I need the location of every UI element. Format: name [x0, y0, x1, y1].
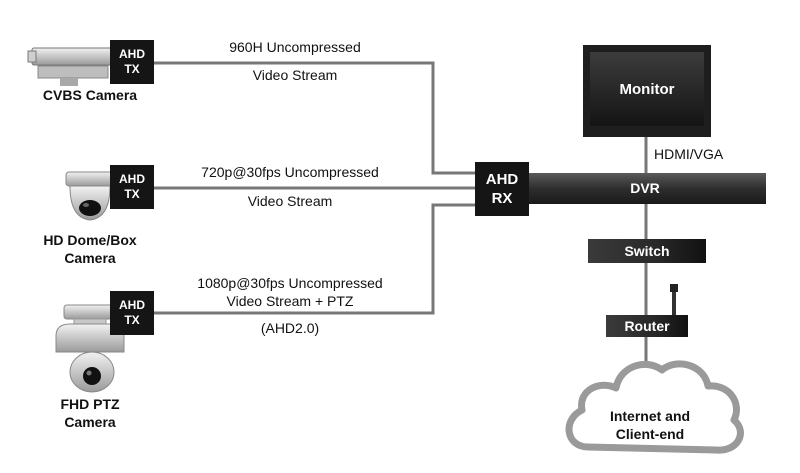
- fhd-ptz-camera-icon: [55, 304, 125, 393]
- cvbs-camera-label: CVBS Camera: [42, 87, 138, 103]
- ahd-tx-label-line2: TX: [124, 313, 140, 327]
- monitor-icon: [583, 45, 711, 137]
- fhd-camera-label-line1: FHD PTZ: [60, 396, 120, 412]
- hd-stream-caption-line1: 720p@30fps Uncompressed: [201, 164, 379, 180]
- monitor-label: Monitor: [619, 81, 675, 98]
- ahd-tx-label-line1: AHD: [119, 298, 145, 312]
- cloud-icon: [565, 360, 744, 454]
- ahd-tx-label-line1: AHD: [119, 47, 145, 61]
- ahd-tx-box-cvbs: AHD TX: [110, 40, 154, 84]
- ahd-tx-box-fhd: AHD TX: [110, 291, 154, 335]
- fhd-link-line: [154, 203, 478, 315]
- hd-stream-caption-line2: Video Stream: [247, 193, 333, 209]
- hd-dome-camera-icon: [65, 171, 115, 221]
- switch-label: Switch: [624, 243, 670, 259]
- hd-camera-label-line1: HD Dome/Box: [43, 232, 137, 248]
- connection-lines: [154, 61, 648, 372]
- switch-bar: [588, 239, 706, 263]
- ahd-rx-label-line1: AHD: [485, 171, 519, 188]
- hd-camera-label-line2: Camera: [64, 250, 116, 266]
- fhd-stream-caption-line3: (AHD2.0): [260, 320, 320, 336]
- cloud-label-line1: Internet and: [609, 408, 691, 424]
- ahd-rx-label-line2: RX: [491, 190, 513, 207]
- ahd-rx-box: AHD RX: [475, 162, 529, 216]
- fhd-camera-label-line2: Camera: [64, 414, 116, 430]
- dvr-bar: [518, 173, 766, 204]
- dvr-label: DVR: [630, 180, 660, 196]
- cvbs-stream-caption-line2: Video Stream: [252, 67, 338, 83]
- cvbs-stream-caption-line1: 960H Uncompressed: [229, 39, 361, 55]
- ahd-tx-box-hd: AHD TX: [110, 165, 154, 209]
- router-icon: [606, 284, 688, 337]
- router-label: Router: [624, 318, 670, 334]
- ahd-tx-label-line1: AHD: [119, 172, 145, 186]
- cvbs-camera-icon: [27, 47, 115, 86]
- fhd-stream-caption-line1: 1080p@30fps Uncompressed: [197, 275, 383, 291]
- cvbs-link-line: [154, 61, 478, 175]
- ahd-tx-label-line2: TX: [124, 187, 140, 201]
- fhd-stream-caption-line2: Video Stream + PTZ: [226, 293, 354, 309]
- cloud-label-line2: Client-end: [615, 426, 685, 442]
- ahd-tx-label-line2: TX: [124, 62, 140, 76]
- hdmi-vga-label: HDMI/VGA: [654, 146, 724, 162]
